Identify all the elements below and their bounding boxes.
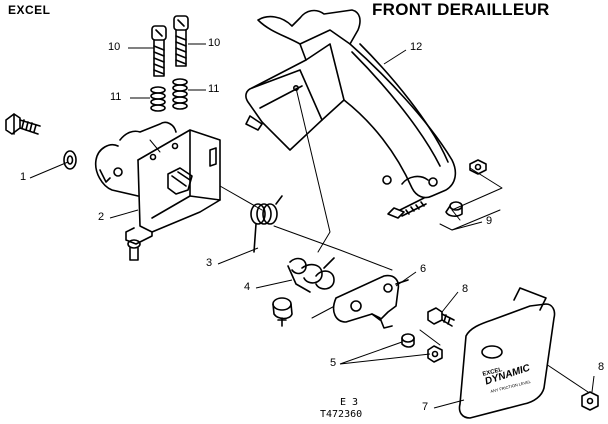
callout-10-left: 10 bbox=[108, 41, 121, 53]
part-7-cover-plate bbox=[459, 288, 554, 418]
callout-3: 3 bbox=[206, 257, 213, 269]
brand-label: EXCEL bbox=[8, 3, 51, 17]
drawing-number: T472360 bbox=[320, 409, 363, 420]
part-8-adjust-screw bbox=[428, 308, 598, 410]
callout-4: 4 bbox=[244, 281, 251, 293]
callout-2: 2 bbox=[98, 211, 105, 223]
page-code: E 3 bbox=[340, 397, 359, 408]
callout-8-nut: 8 bbox=[598, 361, 605, 373]
callout-12: 12 bbox=[410, 41, 423, 53]
part-2-clamp-body bbox=[96, 122, 220, 260]
part-1-clamp-bolt bbox=[6, 114, 76, 169]
diagram-title: FRONT DERAILLEUR bbox=[372, 0, 550, 19]
part-12-upper-arm bbox=[246, 10, 455, 198]
callout-11-left: 11 bbox=[110, 91, 122, 103]
callout-leaders bbox=[30, 44, 594, 408]
callout-1: 1 bbox=[20, 171, 27, 183]
part-5-bushings bbox=[273, 298, 442, 362]
callout-6: 6 bbox=[420, 263, 427, 275]
part-11-spring-right bbox=[173, 79, 187, 109]
part-10-screw-left bbox=[152, 26, 166, 76]
part-6-link-plate bbox=[334, 276, 408, 328]
callout-7: 7 bbox=[422, 401, 429, 413]
callout-9: 9 bbox=[486, 215, 493, 227]
callout-10-right: 10 bbox=[208, 37, 221, 49]
callout-5: 5 bbox=[330, 357, 337, 369]
part-11-spring-left bbox=[151, 87, 165, 111]
part-4-return-spring bbox=[288, 258, 334, 292]
part-3-spring bbox=[251, 196, 282, 252]
part-10-screw-right bbox=[174, 16, 188, 66]
callout-11-right: 11 bbox=[208, 83, 220, 95]
part-9-pivot-hardware bbox=[388, 160, 486, 218]
callout-8-adjust-screw: 8 bbox=[462, 283, 469, 295]
